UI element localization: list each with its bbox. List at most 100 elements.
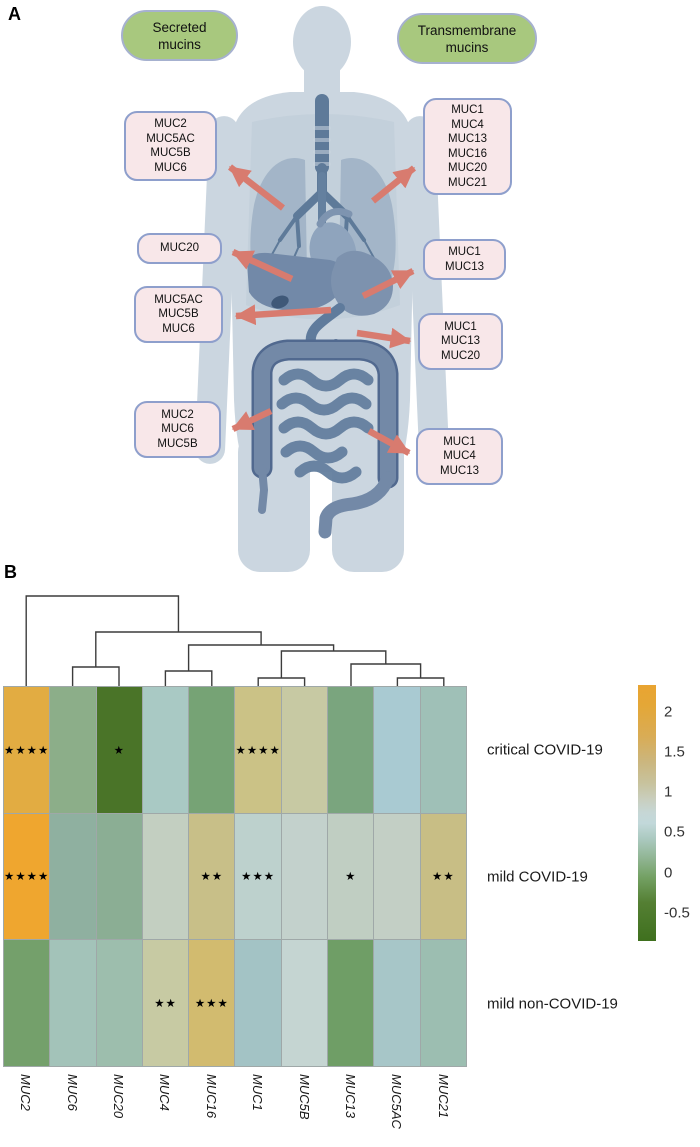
mucin-name: MUC5AC [154, 293, 203, 306]
mucin-name: MUC5B [150, 147, 191, 159]
heatmap-cell-MUC4-row0 [142, 687, 189, 813]
column-label-MUC16: MUC16 [203, 1074, 219, 1119]
heatmap-cell-MUC2-row1: ★★★★ [4, 813, 50, 940]
column-label-MUC20: MUC20 [111, 1074, 126, 1119]
body-illustration [195, 6, 449, 572]
arrow-intestine-left [231, 408, 273, 432]
column-label-MUC13: MUC13 [343, 1074, 358, 1119]
arrow-layer [228, 164, 417, 456]
mucin-name: MUC6 [154, 161, 187, 174]
heatmap-cell-MUC21-row2 [420, 940, 466, 1066]
mucin-box-liver-secreted: MUC20 [137, 233, 222, 264]
column-label-MUC5AC: MUC5AC [389, 1074, 405, 1129]
heatmap-cell-MUC5AC-row0 [374, 687, 420, 813]
heatmap-cell-MUC20-row2 [96, 940, 142, 1066]
heatmap-cell-MUC5B-row0 [281, 687, 328, 813]
mucin-name: MUC4 [443, 450, 476, 463]
heatmap-cell-MUC5B-row1 [281, 813, 328, 940]
legend-transmembrane-mucins: Transmembrane mucins [397, 13, 537, 64]
significance-stars: ★ [113, 744, 125, 757]
mucin-name: MUC2 [154, 118, 187, 130]
arrow-stomach-right [356, 327, 412, 349]
significance-stars: ★★ [432, 871, 455, 884]
arrow-lungs-left [228, 164, 285, 211]
mucin-name: MUC2 [161, 408, 194, 421]
significance-stars: ★★★ [241, 871, 276, 884]
heatmap-grid: ★★★★★★★★★★★★★★★★★★★★★★★★★★ [3, 686, 467, 1067]
heatmap-cell-MUC5B-row2 [281, 940, 328, 1066]
row-label-2: mild non-COVID-19 [487, 995, 618, 1012]
heatmap-cell-MUC13-row0 [328, 687, 374, 813]
arrow-lungs-right [370, 165, 417, 204]
column-label-MUC21: MUC21 [435, 1074, 451, 1119]
heatmap-cell-MUC4-row1 [142, 813, 189, 940]
heatmap-cell-MUC21-row0 [420, 687, 466, 813]
colorbar-tick-2: 2 [664, 703, 673, 721]
heatmap-cell-MUC2-row0: ★★★★ [4, 687, 50, 813]
mucin-name: MUC20 [441, 349, 480, 362]
panel-b-label: B [4, 562, 17, 582]
mucin-name: MUC20 [160, 242, 199, 255]
row-label-0: critical COVID-19 [487, 741, 603, 758]
colorbar [638, 685, 656, 941]
column-label-MUC2: MUC2 [18, 1074, 34, 1111]
column-label-MUC6: MUC6 [64, 1074, 80, 1111]
row-label-1: mild COVID-19 [487, 868, 588, 885]
mucin-name: MUC6 [161, 423, 194, 436]
significance-stars: ★★ [200, 871, 224, 884]
dendrogram [25, 595, 445, 686]
mucin-name: MUC13 [445, 260, 484, 273]
colorbar-tick-0: 0 [664, 864, 673, 882]
heatmap-cell-MUC1-row0: ★★★★ [235, 687, 281, 813]
heatmap-cell-MUC1-row1: ★★★ [235, 813, 281, 940]
column-label-MUC4: MUC4 [157, 1074, 173, 1111]
mucin-name: MUC13 [448, 133, 487, 145]
heatmap-cell-MUC13-row2 [328, 940, 374, 1066]
legend-secreted-mucins: Secreted mucins [121, 10, 238, 61]
significance-stars: ★★ [154, 998, 177, 1011]
heatmap-cell-MUC20-row1 [96, 813, 142, 940]
heatmap-cell-MUC6-row1 [50, 813, 96, 940]
mucin-name: MUC5B [157, 437, 198, 450]
colorbar-tick--0.5: -0.5 [664, 904, 690, 922]
mucin-name: MUC1 [443, 435, 476, 448]
arrow-intestine-right [367, 428, 411, 456]
mucin-name: MUC5B [158, 308, 199, 321]
dendrogram-lines [25, 595, 445, 686]
arrow-liver-right [361, 268, 415, 299]
colorbar-tick-0.5: 0.5 [664, 823, 685, 841]
heatmap-cell-MUC16-row0 [189, 687, 235, 813]
heatmap-cell-MUC21-row1: ★★ [420, 813, 466, 940]
mucin-name: MUC5AC [146, 132, 195, 145]
heatmap-cell-MUC13-row1: ★ [328, 813, 374, 940]
significance-stars: ★ [345, 871, 357, 884]
column-label-MUC5B: MUC5B [296, 1074, 312, 1120]
significance-stars: ★★★★ [4, 871, 50, 884]
heatmap-cell-MUC1-row2 [235, 940, 281, 1066]
significance-stars: ★★★★ [235, 744, 281, 757]
column-label-MUC1: MUC1 [250, 1074, 266, 1111]
colorbar-tick-1: 1 [664, 783, 673, 801]
panel-a-label: A [8, 4, 21, 24]
mucin-name: MUC13 [441, 335, 480, 348]
arrow-liver-left [231, 249, 294, 282]
heatmap-cell-MUC6-row2 [50, 940, 96, 1066]
mucin-name: MUC16 [448, 147, 487, 160]
mucin-name: MUC20 [448, 162, 487, 174]
mucin-name: MUC21 [448, 176, 487, 189]
mucin-name: MUC13 [440, 464, 479, 477]
arrow-stomach-left [234, 304, 332, 326]
mucin-name: MUC1 [448, 246, 481, 258]
colorbar-tick-1.5: 1.5 [664, 743, 685, 761]
heatmap-cell-MUC16-row2: ★★★ [189, 940, 235, 1066]
mucin-name: MUC4 [451, 118, 484, 131]
mucin-name: MUC6 [162, 322, 195, 335]
heatmap-cell-MUC20-row0: ★ [96, 687, 142, 813]
